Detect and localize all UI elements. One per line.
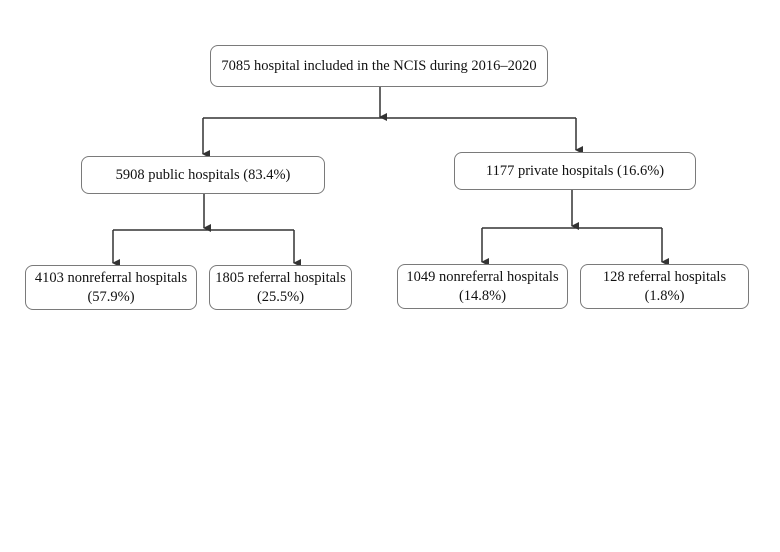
private-hospitals-label: 1177 private hospitals (16.6%) bbox=[485, 162, 665, 179]
public-hospitals-label: 5908 public hospitals (83.4%) bbox=[115, 166, 291, 183]
private-nonreferral-percent: (14.8%) bbox=[458, 287, 507, 304]
public-nonreferral-node: 4103 nonreferral hospitals (57.9%) bbox=[25, 265, 197, 310]
root-node-label: 7085 hospital included in the NCIS durin… bbox=[221, 57, 537, 74]
private-referral-percent: (1.8%) bbox=[644, 287, 685, 304]
private-referral-count: 128 referral hospitals bbox=[602, 268, 727, 285]
public-referral-percent: (25.5%) bbox=[256, 288, 305, 305]
private-nonreferral-count: 1049 nonreferral hospitals bbox=[406, 268, 559, 285]
private-hospitals-node: 1177 private hospitals (16.6%) bbox=[454, 152, 696, 190]
public-referral-node: 1805 referral hospitals (25.5%) bbox=[209, 265, 352, 310]
root-node: 7085 hospital included in the NCIS durin… bbox=[210, 45, 548, 87]
public-referral-count: 1805 referral hospitals bbox=[215, 269, 346, 286]
private-nonreferral-node: 1049 nonreferral hospitals (14.8%) bbox=[397, 264, 568, 309]
public-nonreferral-count: 4103 nonreferral hospitals bbox=[34, 269, 188, 286]
public-hospitals-node: 5908 public hospitals (83.4%) bbox=[81, 156, 325, 194]
public-nonreferral-percent: (57.9%) bbox=[87, 288, 135, 305]
private-referral-node: 128 referral hospitals (1.8%) bbox=[580, 264, 749, 309]
